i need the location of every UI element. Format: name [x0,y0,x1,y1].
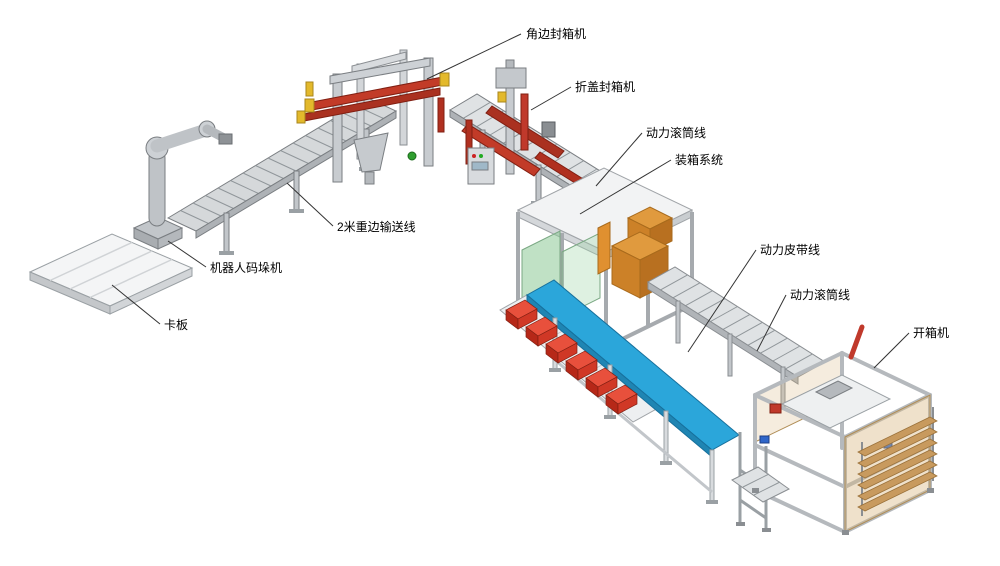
conveyor3-rollers [660,274,813,370]
erector-outfeed-roller [742,473,770,488]
sealer2-red-rail-front [461,123,541,177]
sealer1-yellow-block [304,98,315,113]
sealer2-yellow-block [497,91,507,103]
leader-flap-fold-sealer [530,86,572,111]
erector-outfeed-stub [731,466,790,503]
label-case-packing-system: 装箱系统 [675,152,723,167]
leader-robot-palletizer [167,240,207,268]
annotations: 角边封箱机 折盖封箱机 动力滚筒线 装箱系统 动力皮带线 动力滚筒线 开箱机 2… [111,26,949,369]
erector-mechanism [814,380,854,400]
sealer1-yellow-block [296,110,306,124]
sealer1-hopper-spout [364,171,375,185]
label-heavy-edge-conveyor: 2米重边输送线 [337,219,416,234]
sealer1-hopper [353,132,389,173]
leader-corner-edge-sealer [426,33,522,80]
corner-edge-sealer-machine [296,49,450,185]
label-power-belt-line: 动力皮带线 [760,243,820,257]
robot-lower-link [148,149,166,227]
robot-gripper [218,133,233,145]
sealer1-upper-beam [351,51,407,74]
erector-feet [736,488,934,535]
packer-orange-column [597,221,611,275]
conveyor3-side-rail [647,281,799,385]
sealer2-red-button [472,154,476,158]
label-pallet: 卡板 [164,318,188,332]
label-robot-palletizer: 机器人码垛机 [210,260,282,275]
robot-upper-link [150,123,213,153]
label-corner-edge-sealer: 角边封箱机 [526,26,586,41]
leader-power-roller-line-top [595,132,643,187]
sealer2-head-box [495,67,527,89]
erector-carton-magazine [857,416,938,512]
flap-fold-sealer-machine [461,59,589,189]
leader-heavy-edge-conveyor [286,182,334,227]
sealer2-red-post [520,93,529,151]
sealer2-top-knob [505,59,515,69]
leader-power-belt-line [687,249,757,353]
power-belt-line-machine [499,279,740,504]
product-boxes-red [505,299,638,415]
sealer1-yellow-cylinder [305,81,314,97]
pallet-side-left [29,271,111,315]
sealer1-green-indicator [407,151,417,161]
pallet-plank-lines [49,241,173,299]
label-flap-fold-sealer: 折盖封箱机 [575,79,635,94]
robot-palletizer-arm [132,120,233,250]
sealer1-top-beam [329,57,431,85]
robot-base-right [157,227,183,250]
sealer2-screen [471,161,489,171]
sealer2-green-button [479,154,483,158]
erector-table [780,374,892,429]
leader-carton-erector [873,332,910,369]
pallet [28,233,194,315]
sealer2-motor [541,121,556,138]
erector-red-block [769,403,782,414]
leader-pallet [111,284,161,325]
sealer1-right-column [423,57,434,167]
sealer1-left-column [332,73,343,183]
sealer1-yellow-block [439,72,450,87]
erector-blue-part [759,435,770,444]
label-power-roller-line-top: 动力滚筒线 [646,125,706,140]
label-power-roller-line-right: 动力滚筒线 [790,287,850,302]
leader-power-roller-line-right [756,294,787,352]
sealer1-red-post [437,97,445,133]
label-carton-erector: 开箱机 [913,325,949,340]
erector-red-lever [848,324,865,360]
leader-case-packing-system [579,159,672,215]
carton-erector-machine [731,324,938,535]
